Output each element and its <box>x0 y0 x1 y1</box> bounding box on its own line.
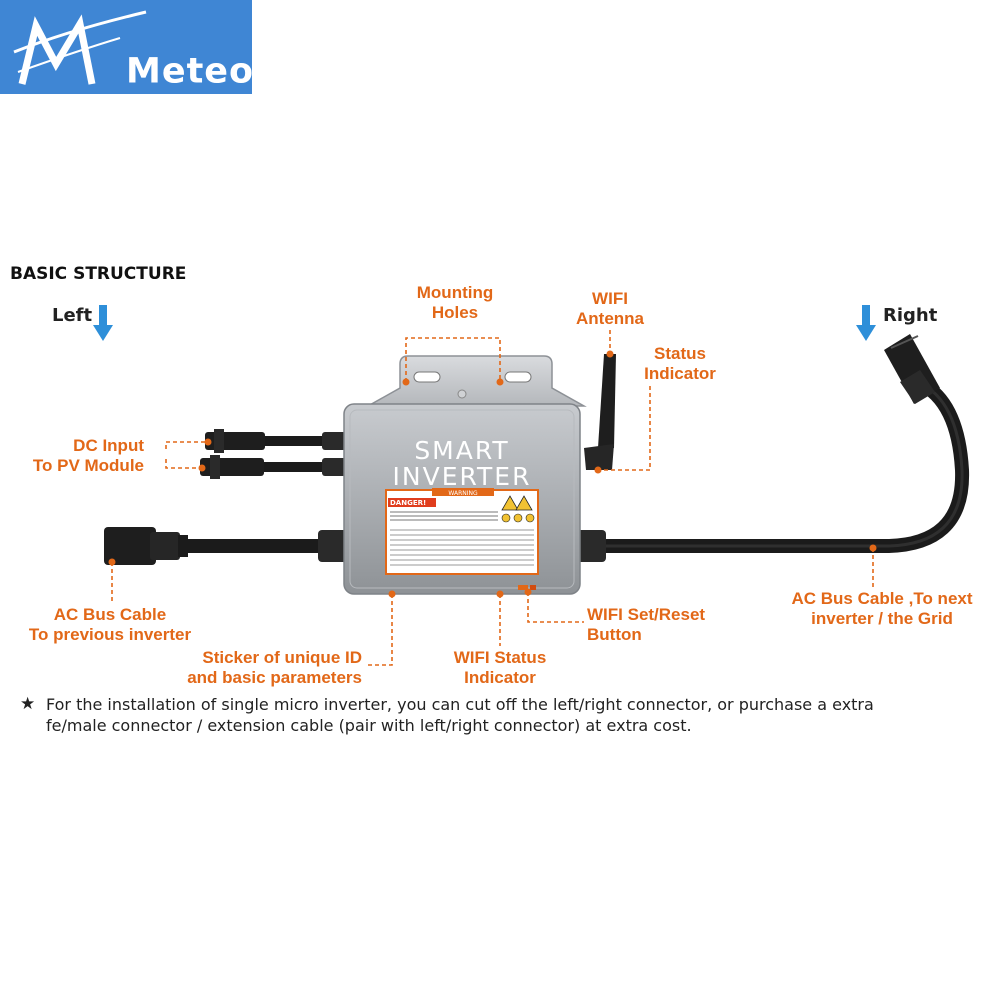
callout-mounting-holes: Mounting Holes <box>416 283 494 322</box>
callout-wifi-status: WIFI Status Indicator <box>453 648 547 687</box>
meteor-logo: Meteor <box>0 0 271 94</box>
warning-sticker: WARNING DANGER! <box>385 488 539 575</box>
callout-wifi-reset: WIFI Set/Reset Button <box>587 605 706 644</box>
left-ac-connector <box>104 527 188 565</box>
wifi-antenna-icon <box>584 354 616 470</box>
wifi-reset-button <box>530 585 536 590</box>
callout-ac-bus-previous: AC Bus Cable To previous inverter <box>28 605 192 644</box>
note-line-2: fe/male connector / extension cable (pai… <box>46 716 692 735</box>
svg-text:WARNING: WARNING <box>448 490 478 497</box>
meteor-m-logo-icon <box>13 10 147 85</box>
ac-bus-cable-left <box>150 539 350 553</box>
dc-connector-top <box>205 429 265 453</box>
direction-right-label: Right <box>883 305 938 326</box>
left-arrow-icon <box>93 305 113 341</box>
callout-wifi-antenna: WIFI Antenna <box>576 289 644 328</box>
callout-dc-input: DC Input To PV Module <box>32 436 144 475</box>
callout-ac-bus-next: AC Bus Cable ,To next inverter / the Gri… <box>791 589 973 628</box>
right-ac-connector <box>884 334 940 404</box>
brand-name: Meteor <box>126 51 273 92</box>
star-icon: ★ <box>20 694 36 714</box>
mounting-flange <box>365 355 587 407</box>
callout-dots <box>108 350 877 598</box>
callout-sticker: Sticker of unique ID and basic parameter… <box>187 648 362 687</box>
device-label-inverter: INVERTER <box>393 462 532 491</box>
device-label-smart: SMART <box>414 436 509 465</box>
section-title: BASIC STRUCTURE <box>10 264 187 284</box>
direction-left-label: Left <box>52 305 93 326</box>
dc-connector-bottom <box>200 455 264 479</box>
callout-status-indicator: Status Indicator <box>644 344 716 383</box>
svg-text:DANGER!: DANGER! <box>390 499 426 507</box>
wifi-status-led <box>518 585 528 590</box>
right-arrow-icon <box>856 305 876 341</box>
callout-leaders <box>111 330 874 666</box>
note-line-1: For the installation of single micro inv… <box>46 695 874 714</box>
ac-bus-cable-right <box>591 375 970 554</box>
